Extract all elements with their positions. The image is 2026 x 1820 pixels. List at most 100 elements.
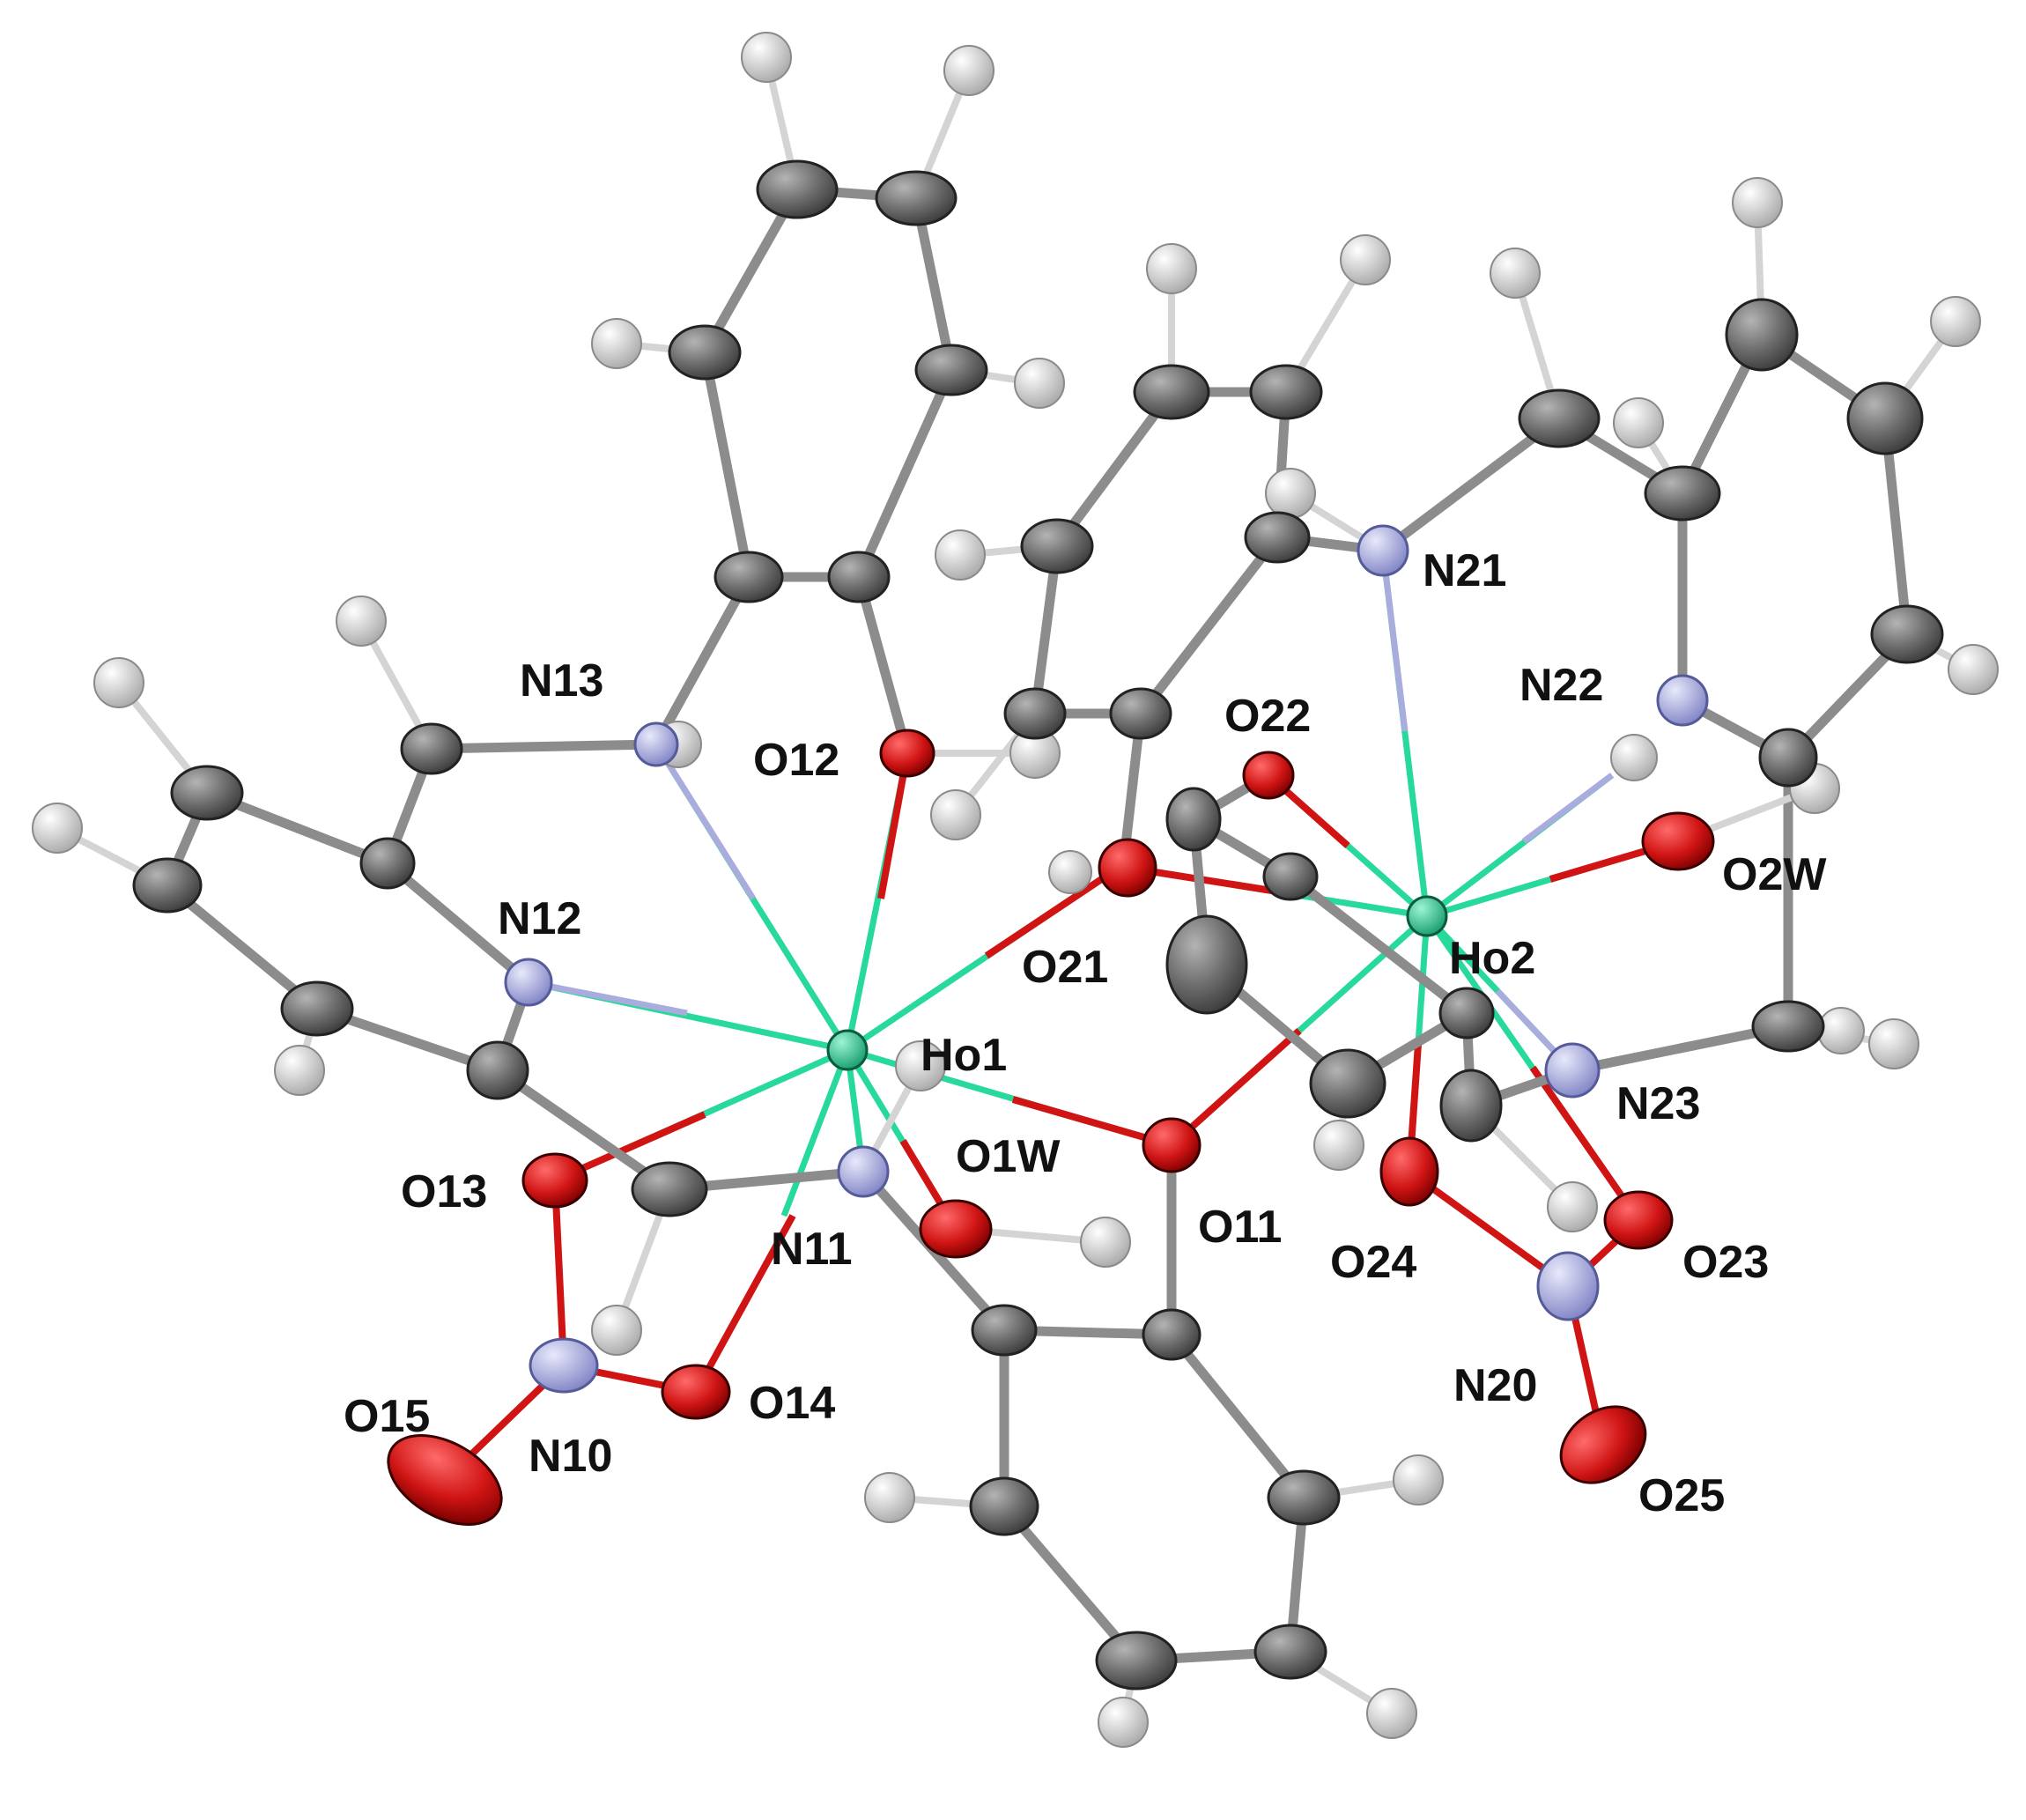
- atom-h: [1547, 1181, 1598, 1232]
- bond-c3-c4: [911, 193, 957, 375]
- atom-c: [971, 1304, 1038, 1357]
- label-n12: N12: [498, 893, 581, 944]
- atom-h: [1265, 468, 1316, 519]
- atom-c: [359, 837, 416, 890]
- label-o24: O24: [1330, 1237, 1416, 1288]
- atom-c: [1249, 364, 1323, 420]
- bond-n13-cm1: [426, 739, 662, 754]
- atom-o1w: [919, 1199, 993, 1259]
- bond-c8-c9: [1166, 1329, 1309, 1503]
- bond-cp3-cp4: [162, 880, 322, 1014]
- atom-c: [714, 551, 784, 603]
- label-o15: O15: [344, 1391, 430, 1442]
- atom-h: [895, 1040, 946, 1091]
- label-o14: O14: [749, 1378, 835, 1429]
- atom-o21: [1098, 838, 1157, 898]
- label-ho2: Ho2: [1449, 933, 1535, 984]
- atom-c: [668, 324, 742, 381]
- atom-ho2: [1406, 895, 1448, 937]
- bond-n21-cm3: [1378, 413, 1564, 556]
- atom-o25: [1559, 1405, 1647, 1484]
- atom-h: [93, 657, 144, 708]
- atom-layer: [32, 32, 1999, 1748]
- atom-h: [1393, 1454, 1444, 1506]
- atom-h: [741, 32, 792, 83]
- bond-o14-n11: [692, 1214, 796, 1394]
- atom-o15: [387, 1434, 503, 1526]
- atom-h: [943, 45, 995, 96]
- atom-h: [1313, 1120, 1364, 1171]
- atom-c: [1439, 1069, 1503, 1143]
- atom-c: [1644, 465, 1721, 522]
- atom-c: [1109, 687, 1172, 740]
- label-o23: O23: [1682, 1237, 1769, 1288]
- atom-c: [1165, 914, 1248, 1015]
- atom-c: [280, 980, 354, 1037]
- bond-n21-ho2-half: [1379, 550, 1409, 732]
- atom-h: [1732, 177, 1783, 228]
- atom-c: [756, 159, 839, 219]
- atom-h: [1340, 234, 1391, 285]
- bond-cp5-cm2: [492, 1065, 675, 1195]
- atom-c: [1309, 1048, 1386, 1119]
- atom-c: [170, 765, 244, 821]
- atom-h: [336, 596, 387, 647]
- atom-h: [1613, 397, 1664, 448]
- atom-h: [591, 1305, 642, 1356]
- atom-h: [1366, 1688, 1417, 1739]
- bond-n12-ho1-half: [528, 979, 688, 1017]
- atom-c: [466, 1040, 529, 1100]
- atom-n20: [1536, 1251, 1600, 1321]
- atom-ho1: [826, 1029, 869, 1071]
- atom-c: [875, 170, 958, 226]
- label-o12: O12: [753, 735, 839, 786]
- atom-h: [591, 318, 642, 369]
- atom-o12: [879, 729, 935, 778]
- bond-c6-c1: [699, 347, 754, 582]
- atom-c: [1165, 787, 1222, 852]
- bond-o21-ho1-half: [984, 864, 1121, 959]
- bond-c18-c13: [1030, 541, 1062, 719]
- atom-c: [1142, 1308, 1202, 1361]
- atom-c: [1846, 381, 1924, 455]
- atom-o2w: [1641, 811, 1715, 871]
- atom-h: [1610, 734, 1658, 781]
- atom-h: [1930, 296, 1981, 347]
- label-n10: N10: [529, 1431, 612, 1482]
- atom-o23: [1603, 1190, 1674, 1250]
- atom-c: [1133, 364, 1210, 420]
- bond-c2-o12: [854, 572, 913, 758]
- label-o1w: O1W: [956, 1131, 1061, 1182]
- atom-h: [864, 1472, 915, 1523]
- atom-o14: [661, 1364, 731, 1420]
- atom-h: [1817, 1007, 1865, 1054]
- atom-n10: [529, 1337, 599, 1394]
- bond-o13-n10: [551, 1180, 567, 1366]
- atom-h: [935, 529, 986, 581]
- label-n23: N23: [1616, 1078, 1700, 1129]
- atom-label-layer: N13 O12 N12 N21 N22 O22 O2W O21 Ho2 Ho1 …: [344, 545, 1827, 1521]
- atom-c: [1267, 1469, 1341, 1526]
- atom-h: [1014, 358, 1065, 409]
- bond-o24-n20: [1407, 1168, 1571, 1290]
- atom-c: [631, 1161, 708, 1217]
- atom-n11: [837, 1145, 890, 1198]
- label-n20: N20: [1453, 1360, 1537, 1411]
- atom-c: [914, 344, 988, 396]
- label-o25: O25: [1638, 1470, 1725, 1521]
- atom-c: [1438, 987, 1495, 1039]
- atom-h: [1080, 1217, 1131, 1268]
- atom-n12: [504, 958, 553, 1007]
- bond-c2-c3: [854, 365, 957, 582]
- atom-c: [1751, 1000, 1825, 1053]
- atom-h: [1048, 850, 1092, 894]
- bond-c13-c14: [1052, 387, 1177, 551]
- atom-c: [400, 722, 463, 775]
- bond-c11-c12: [999, 1501, 1142, 1666]
- atom-h: [1868, 1018, 1919, 1069]
- label-o22: O22: [1224, 691, 1311, 742]
- bond-c1-n13: [651, 572, 754, 750]
- atom-n22: [1656, 674, 1709, 727]
- atom-o13: [521, 1152, 588, 1209]
